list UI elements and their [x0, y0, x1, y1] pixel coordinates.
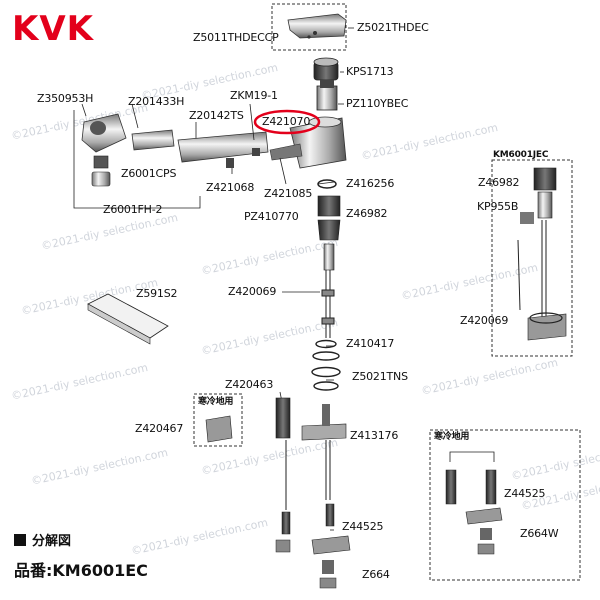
label-z6001cps: Z6001CPS — [121, 167, 177, 180]
label-z420069: Z420069 — [228, 285, 277, 298]
model-number: 品番:KM6001EC — [14, 561, 148, 580]
cold-region-label-left: 寒冷地用 — [198, 397, 234, 407]
label-inset-z46982: Z46982 — [478, 176, 520, 189]
weight-z46982 — [317, 195, 341, 271]
cap-kps1713 — [313, 57, 339, 81]
label-pz110ybec: PZ110YBEC — [346, 97, 409, 110]
cold-bolts — [445, 451, 497, 505]
label-z5021thdec: Z5021THDEC — [357, 21, 429, 34]
cold-valve-z420467 — [205, 415, 233, 443]
spray-head — [81, 113, 127, 153]
inset-dashed-box — [491, 159, 573, 357]
label-z413176: Z413176 — [350, 429, 399, 442]
label-z350953h: Z350953H — [37, 92, 94, 105]
label-cold-z44525: Z44525 — [504, 487, 546, 500]
label-z5021tns: Z5021TNS — [352, 370, 408, 383]
cold-nut-z664w — [465, 507, 503, 555]
handle-dashed-box — [271, 3, 347, 51]
brand-logo: KVK — [12, 9, 95, 49]
label-z664: Z664 — [362, 568, 390, 581]
label-pz410770: PZ410770 — [244, 210, 299, 223]
label-z44525: Z44525 — [342, 520, 384, 533]
label-z410417: Z410417 — [346, 337, 395, 350]
hose-z420069 — [321, 270, 335, 338]
label-z421085: Z421085 — [264, 187, 313, 200]
label-z201433h: Z201433H — [128, 95, 185, 108]
section-title: 分解図 — [14, 534, 71, 549]
mounting-bracket — [301, 404, 347, 441]
inset-weight — [520, 167, 557, 224]
section-square-icon — [14, 534, 26, 546]
cartridge-pz110ybec — [316, 80, 338, 111]
label-kp955b: KP955B — [477, 200, 519, 213]
label-z416256: Z416256 — [346, 177, 395, 190]
label-z20142ts: Z20142TS — [189, 109, 244, 122]
leader-brackets — [73, 27, 354, 531]
label-z420467: Z420467 — [135, 422, 184, 435]
cold-valve-z420463 — [275, 397, 291, 439]
spout-small-parts — [226, 143, 303, 168]
cold-region-label-right: 寒冷地用 — [434, 432, 470, 442]
label-z5011thdeccp: Z5011THDECCP — [193, 31, 279, 44]
lever-handle — [287, 13, 347, 39]
label-inset-z420069: Z420069 — [460, 314, 509, 327]
section-title-text: 分解図 — [32, 534, 72, 549]
spout-pipe — [131, 129, 269, 163]
inset-hose — [517, 220, 547, 320]
hose-fittings — [91, 155, 111, 187]
label-z420463: Z420463 — [225, 378, 274, 391]
label-z421068: Z421068 — [206, 181, 255, 194]
inset-bracket — [527, 312, 567, 341]
label-zkm19-1: ZKM19-1 — [230, 89, 278, 102]
label-kps1713: KPS1713 — [346, 65, 394, 78]
washers — [311, 339, 341, 391]
label-z591s2: Z591S2 — [136, 287, 178, 300]
label-z664w: Z664W — [520, 527, 559, 540]
bolt-z44525 — [281, 503, 335, 535]
supply-pipes — [285, 440, 331, 510]
tray-z591s2 — [87, 293, 169, 345]
highlight-ellipse — [253, 109, 321, 135]
inset-title: KM6001JEC — [493, 150, 549, 160]
cold-region-dashed-box-right — [429, 429, 581, 581]
label-z421070: Z421070 — [262, 115, 311, 128]
nut-z664 — [275, 535, 351, 589]
ring-z416256 — [317, 179, 337, 189]
label-z6001fh-2: Z6001FH-2 — [103, 203, 163, 216]
label-z46982: Z46982 — [346, 207, 388, 220]
